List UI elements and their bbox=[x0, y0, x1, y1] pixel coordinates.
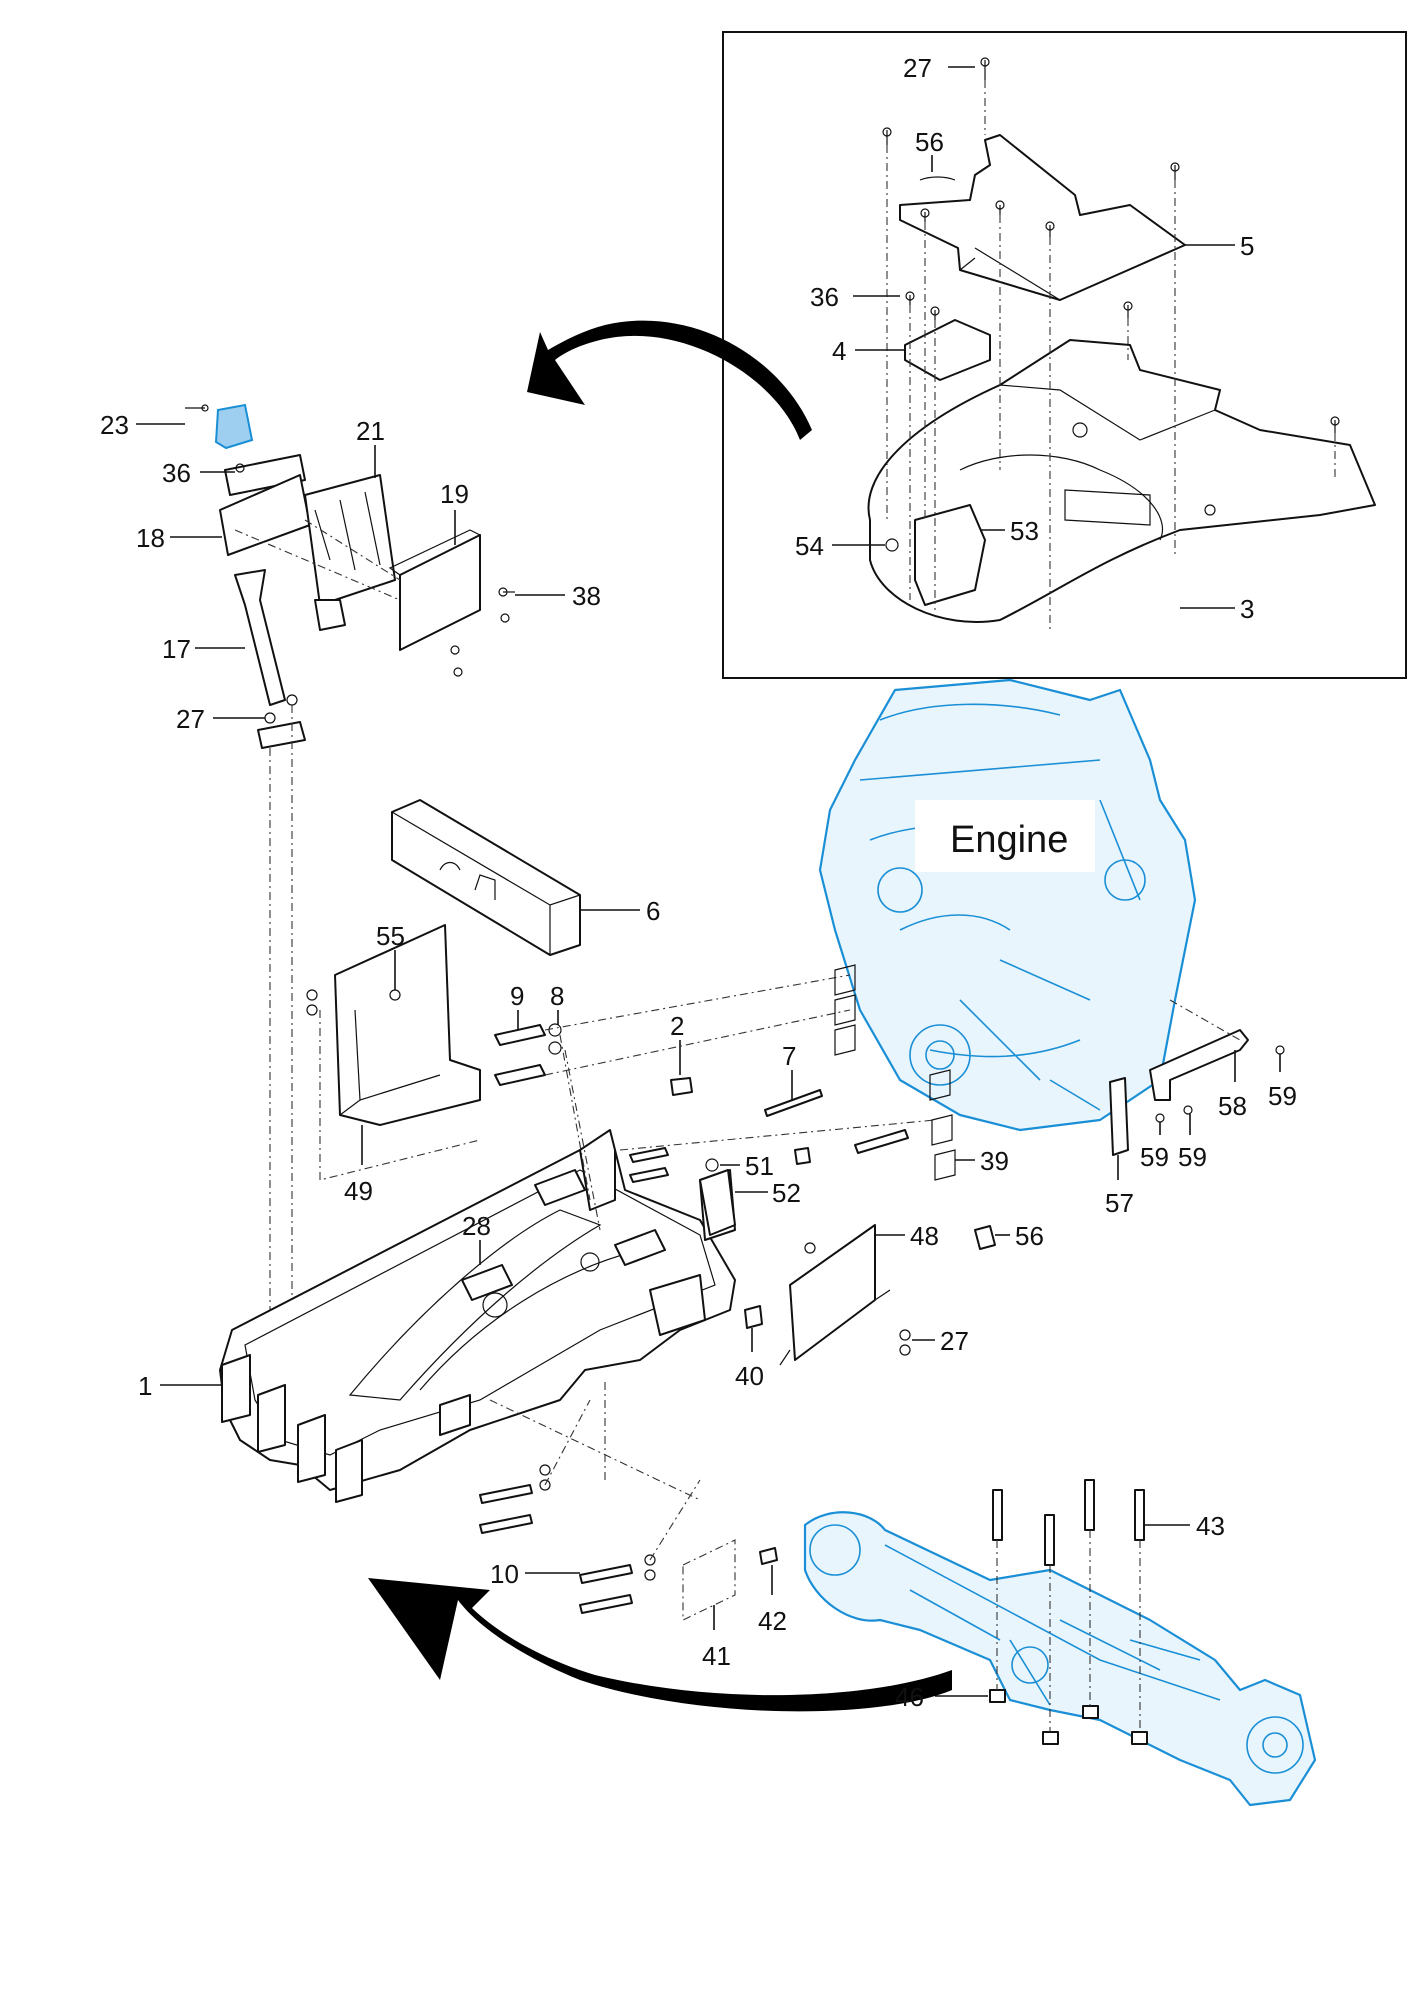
callout-7: 7 bbox=[782, 1041, 796, 1071]
callout-42: 42 bbox=[758, 1606, 787, 1636]
engine-label: Engine bbox=[950, 819, 1068, 861]
pads: 28 bbox=[462, 1211, 491, 1265]
callout-4: 4 bbox=[832, 336, 846, 366]
counterweight: 6 bbox=[391, 799, 660, 956]
callout-40: 40 bbox=[735, 1361, 764, 1391]
callout-58: 58 bbox=[1218, 1091, 1247, 1121]
ecu-cover bbox=[399, 534, 481, 651]
callout-53: 53 bbox=[1010, 516, 1039, 546]
main-frame: 1 bbox=[138, 1129, 736, 1503]
guard-plate: 55 49 bbox=[306, 921, 481, 1206]
callout-39: 39 bbox=[980, 1146, 1009, 1176]
callout-38: 38 bbox=[572, 581, 601, 611]
support-stay bbox=[234, 569, 286, 706]
bracket-52: 51 52 bbox=[699, 1151, 801, 1236]
inset-box: 27 56 5 36 4 53 54 3 bbox=[722, 31, 1407, 679]
callout-2: 2 bbox=[670, 1011, 684, 1041]
axle-studs: 43 46 bbox=[895, 1479, 1225, 1745]
callout-43: 43 bbox=[1196, 1511, 1225, 1541]
relay bbox=[214, 403, 254, 450]
callout-56-inset: 56 bbox=[915, 127, 944, 157]
callout-27-ecu: 27 bbox=[176, 704, 205, 734]
callout-1: 1 bbox=[138, 1371, 152, 1401]
ecu-unit bbox=[304, 474, 396, 606]
lower-bolts: 10 bbox=[479, 1380, 701, 1614]
shims: 39 bbox=[834, 964, 1009, 1181]
callout-41: 41 bbox=[702, 1641, 731, 1671]
callout-8: 8 bbox=[550, 981, 564, 1011]
callout-56: 56 bbox=[1015, 1221, 1044, 1251]
callout-46: 46 bbox=[895, 1682, 924, 1712]
engine: Engine bbox=[818, 678, 1197, 1132]
callout-59-a: 59 bbox=[1268, 1081, 1297, 1111]
callout-10: 10 bbox=[490, 1559, 519, 1589]
mount-bracket-53 bbox=[914, 504, 986, 606]
callout-9: 9 bbox=[510, 981, 524, 1011]
callout-52: 52 bbox=[772, 1178, 801, 1208]
callout-54: 54 bbox=[795, 531, 824, 561]
arrow-to-ecu bbox=[527, 320, 812, 440]
label-plate: 41 42 bbox=[682, 1539, 787, 1671]
callout-27-inset: 27 bbox=[903, 53, 932, 83]
callout-5: 5 bbox=[1240, 231, 1254, 261]
callout-27-lower: 27 bbox=[940, 1326, 969, 1356]
bolt-set: 9 8 2 7 bbox=[494, 974, 936, 1231]
bushing-40: 40 bbox=[735, 1305, 764, 1391]
callout-55: 55 bbox=[376, 921, 405, 951]
callout-59-c: 59 bbox=[1178, 1142, 1207, 1172]
callout-6: 6 bbox=[646, 896, 660, 926]
callout-51: 51 bbox=[745, 1151, 774, 1181]
callout-18: 18 bbox=[136, 523, 165, 553]
callout-49: 49 bbox=[344, 1176, 373, 1206]
plate-48: 48 56 27 bbox=[779, 1221, 1044, 1366]
callout-59-b: 59 bbox=[1140, 1142, 1169, 1172]
ecu-assembly: 23 36 18 21 19 38 17 27 bbox=[100, 403, 601, 1370]
callout-48: 48 bbox=[910, 1221, 939, 1251]
cover-plate bbox=[899, 134, 1186, 301]
front-axle bbox=[803, 1511, 1317, 1807]
callout-28: 28 bbox=[462, 1211, 491, 1241]
callout-19: 19 bbox=[440, 479, 469, 509]
callout-36-inset: 36 bbox=[810, 282, 839, 312]
callout-17: 17 bbox=[162, 634, 191, 664]
callout-3: 3 bbox=[1240, 594, 1254, 624]
arrow-to-frame bbox=[368, 1578, 952, 1712]
callout-23: 23 bbox=[100, 410, 129, 440]
small-bracket bbox=[904, 319, 991, 381]
callout-21: 21 bbox=[356, 416, 385, 446]
callout-36: 36 bbox=[162, 458, 191, 488]
engine-brackets: 57 58 59 59 59 bbox=[1105, 999, 1297, 1218]
callout-57: 57 bbox=[1105, 1188, 1134, 1218]
